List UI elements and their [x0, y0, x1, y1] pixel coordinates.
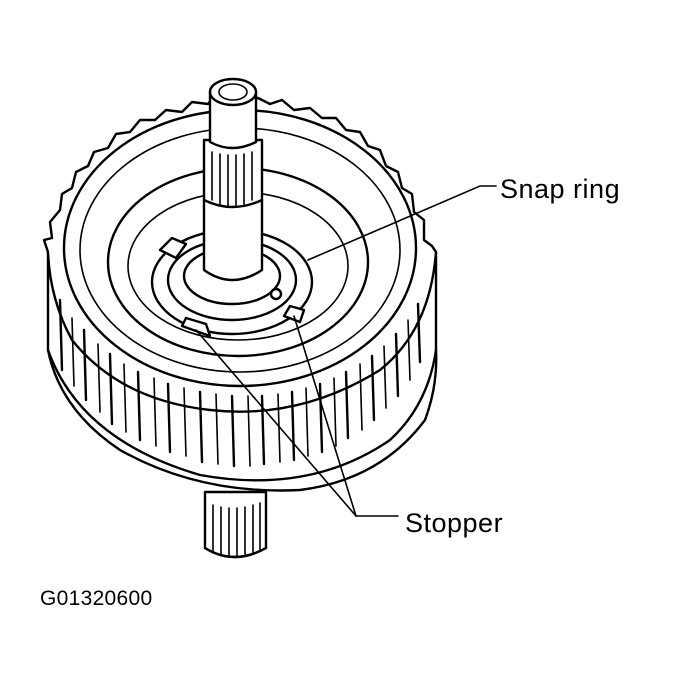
- lower-shaft: [203, 490, 268, 559]
- stopper-top-left: [158, 236, 188, 260]
- stopper-label: Stopper: [405, 508, 504, 538]
- stopper-leader-left: [195, 329, 357, 517]
- figure-id-label: G01320600: [40, 587, 153, 610]
- upper-shaft: [202, 77, 264, 282]
- snap-ring-assembly: [150, 228, 314, 338]
- drum-body: [42, 94, 438, 492]
- stopper-left: [180, 316, 212, 338]
- oil-hole: [269, 287, 283, 301]
- leader-lines: [195, 185, 497, 517]
- snap-ring-leader: [307, 185, 497, 261]
- snap-ring-label: Snap ring: [500, 174, 621, 204]
- stopper-leader-right: [293, 315, 357, 517]
